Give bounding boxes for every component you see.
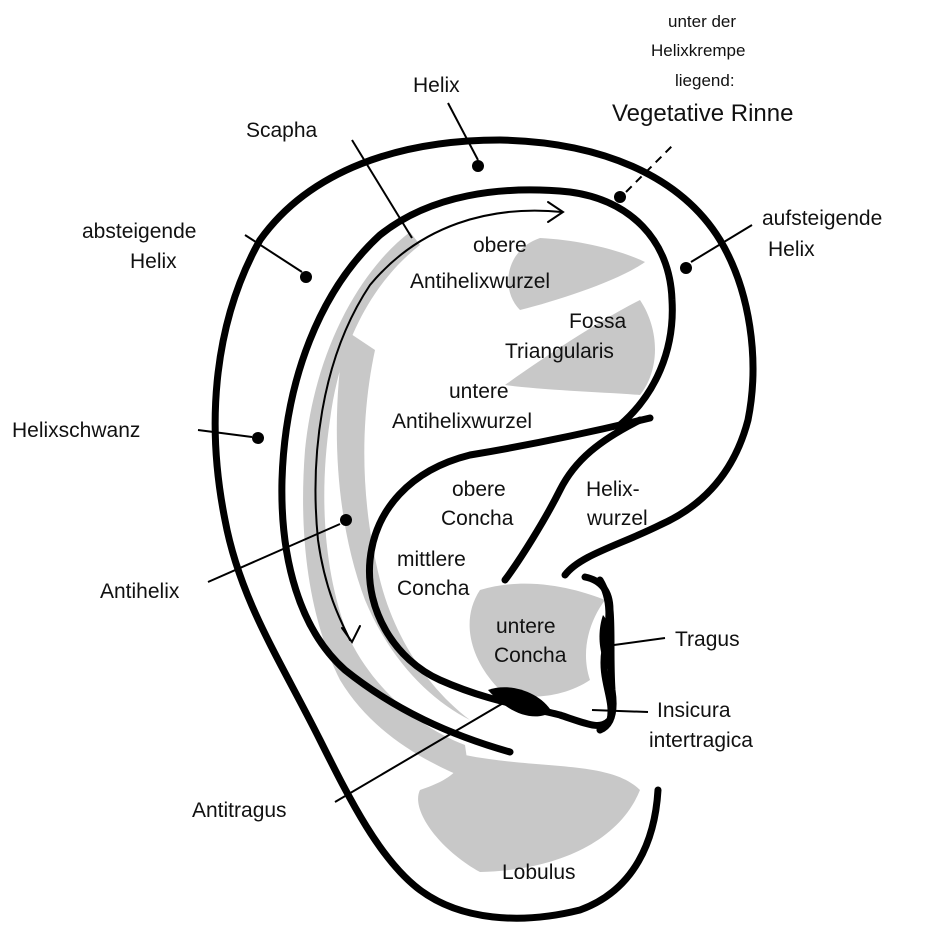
label-antihelix: Antihelix [100,580,180,603]
label-fossa-triangularis-2: Triangularis [505,340,614,363]
label-helixschwanz: Helixschwanz [12,419,140,442]
aufsteigende-helix-dot [680,262,692,274]
helix-leader [448,103,478,160]
label-obere-concha-2: Concha [441,507,514,530]
label-obere-concha-1: obere [452,478,506,501]
label-vegetative-note-3: liegend: [675,71,735,90]
label-untere-antihelixwurzel-2: Antihelixwurzel [392,410,532,433]
label-fossa-triangularis-1: Fossa [569,310,627,333]
label-vegetative-note-2: Helixkrempe [651,41,745,60]
label-insicura-2: intertragica [649,729,753,752]
label-lobulus: Lobulus [502,861,576,884]
label-vegetative-note-1: unter der [668,12,736,31]
label-mittlere-concha-2: Concha [397,577,470,600]
label-scapha: Scapha [246,119,318,142]
label-antitragus: Antitragus [192,799,287,822]
label-absteigende-helix-2: Helix [130,250,177,273]
aufsteigende-helix-leader [691,225,752,262]
label-tragus: Tragus [675,628,740,651]
antihelix-dot [340,514,352,526]
lobulus-shading [418,755,640,872]
label-helix: Helix [413,74,460,97]
label-untere-concha-2: Concha [494,644,567,667]
insicura-leader [592,710,648,712]
vegetative-rinne-dot [614,191,626,203]
tragus-leader [614,638,665,645]
label-absteigende-helix-1: absteigende [82,220,196,243]
label-vegetative-rinne: Vegetative Rinne [612,100,793,127]
concha-lower-shading [470,584,605,697]
label-obere-antihelixwurzel-2: Antihelixwurzel [410,270,550,293]
helixschwanz-dot [252,432,264,444]
label-insicura-1: Insicura [657,699,731,722]
label-obere-antihelixwurzel-1: obere [473,234,527,257]
absteigende-helix-dot [300,271,312,283]
label-mittlere-concha-1: mittlere [397,548,466,571]
label-untere-concha-1: untere [496,615,556,638]
label-aufsteigende-helix-1: aufsteigende [762,207,882,230]
label-helixwurzel-1: Helix- [586,478,640,501]
label-untere-antihelixwurzel-1: untere [449,380,509,403]
helix-dot [472,160,484,172]
label-helixwurzel-2: wurzel [586,507,648,530]
label-aufsteigende-helix-2: Helix [768,238,815,261]
helixschwanz-leader [198,430,252,437]
